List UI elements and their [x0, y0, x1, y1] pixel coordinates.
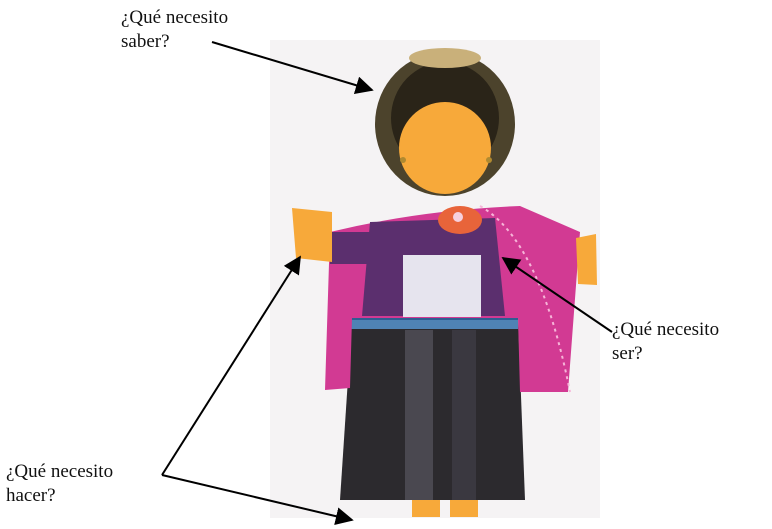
- right-hand: [576, 234, 597, 285]
- hat-top: [409, 48, 481, 68]
- earring: [486, 157, 492, 163]
- skirt-stripe: [405, 330, 433, 500]
- left-sleeve: [330, 232, 375, 264]
- left-hand: [292, 208, 332, 262]
- left-foot: [412, 495, 440, 517]
- skirt-stripe: [452, 330, 476, 500]
- label-hacer: ¿Qué necesito hacer?: [6, 461, 114, 506]
- belt-stripe: [350, 317, 518, 320]
- arrow-saber: [211, 41, 374, 94]
- label-ser: ¿Qué necesito ser?: [612, 319, 720, 364]
- label-saber: ¿Qué necesito saber?: [121, 7, 229, 52]
- blouse-panel: [403, 255, 481, 317]
- arrow-hacer-feet: [161, 474, 354, 526]
- face: [399, 102, 491, 194]
- right-foot: [450, 495, 478, 517]
- earring: [400, 157, 406, 163]
- arrow-ser: [501, 256, 613, 333]
- arrow-hacer-hand: [161, 255, 301, 476]
